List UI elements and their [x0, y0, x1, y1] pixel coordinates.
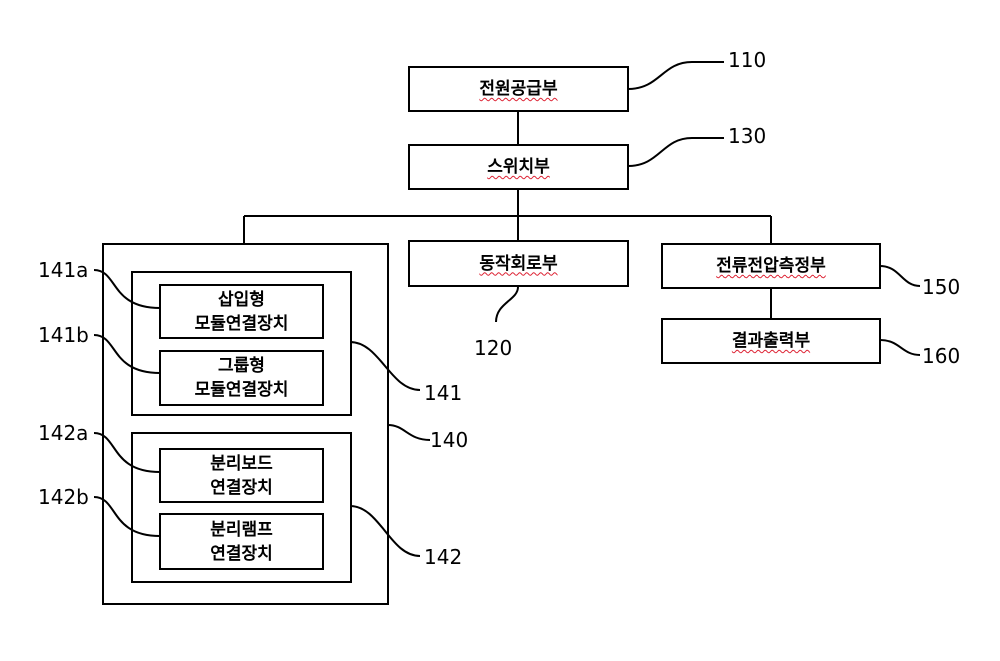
group-module-label-2: 모듈연결장치: [195, 378, 289, 402]
insert-module-label-2: 모듈연결장치: [195, 312, 289, 336]
switch-block: 스위치부: [408, 144, 629, 190]
group-module-block: 그룹형 모듈연결장치: [159, 350, 324, 406]
separate-lamp-label-2: 연결장치: [210, 542, 273, 566]
separate-lamp-block: 분리램프 연결장치: [159, 513, 324, 570]
leader-120: [496, 287, 518, 322]
result-output-label: 결과출력부: [732, 329, 810, 353]
ref-141a: 141a: [38, 259, 88, 281]
power-supply-label: 전원공급부: [479, 77, 557, 101]
ref-141: 141: [424, 382, 462, 404]
insert-module-block: 삽입형 모듈연결장치: [159, 284, 324, 339]
separate-board-label-1: 분리보드: [210, 452, 273, 476]
ref-130: 130: [728, 125, 766, 147]
current-voltage-measure-block: 전류전압측정부: [661, 243, 881, 289]
power-supply-block: 전원공급부: [408, 66, 629, 112]
ref-141b: 141b: [38, 324, 89, 346]
leader-150: [880, 266, 920, 286]
operation-circuit-label: 동작회로부: [479, 252, 557, 276]
operation-circuit-block: 동작회로부: [408, 240, 629, 287]
group-module-label-1: 그룹형: [218, 354, 265, 378]
ref-120: 120: [474, 337, 512, 359]
switch-label: 스위치부: [487, 155, 550, 179]
leader-140: [388, 425, 430, 440]
ref-110: 110: [728, 49, 766, 71]
ref-150: 150: [922, 276, 960, 298]
result-output-block: 결과출력부: [661, 318, 881, 364]
separate-board-label-2: 연결장치: [210, 476, 273, 500]
separate-board-block: 분리보드 연결장치: [159, 448, 324, 503]
ref-140: 140: [430, 429, 468, 451]
ref-142b: 142b: [38, 486, 89, 508]
leader-130: [628, 138, 724, 166]
ref-142a: 142a: [38, 422, 88, 444]
current-voltage-measure-label: 전류전압측정부: [716, 254, 825, 278]
ref-160: 160: [922, 345, 960, 367]
leader-160: [880, 340, 920, 355]
insert-module-label-1: 삽입형: [218, 288, 265, 312]
ref-142: 142: [424, 546, 462, 568]
leader-110: [628, 62, 724, 89]
separate-lamp-label-1: 분리램프: [210, 518, 273, 542]
